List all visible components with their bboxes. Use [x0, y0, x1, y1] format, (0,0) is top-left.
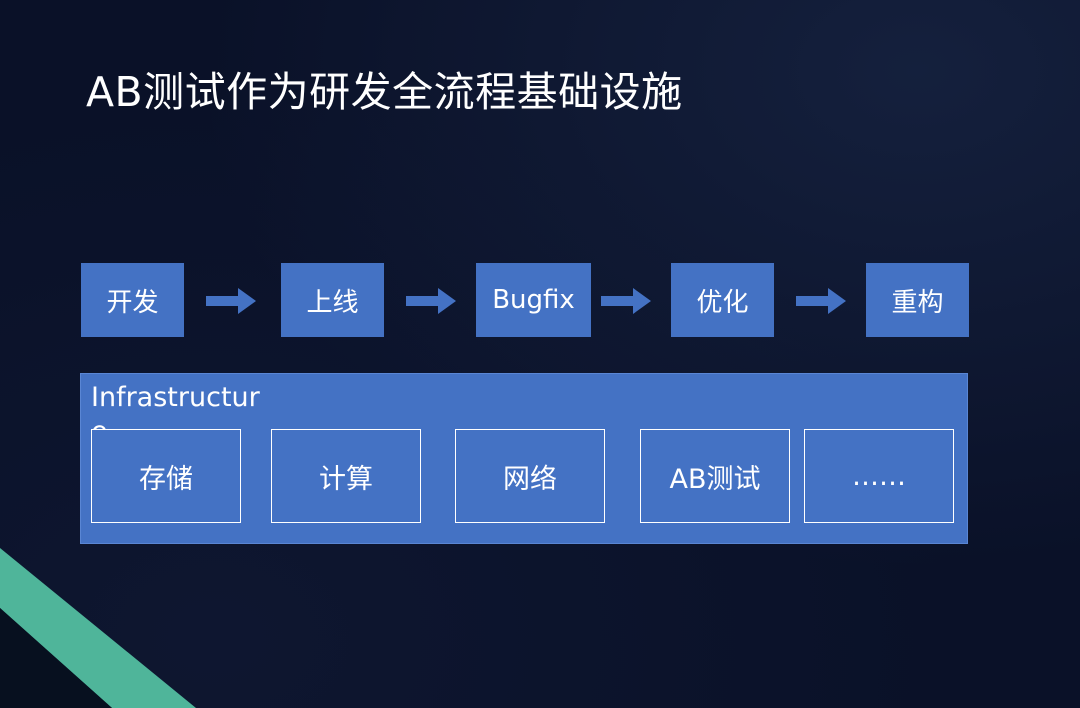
right-arrow-icon: [796, 288, 846, 314]
green-stripe: [0, 548, 196, 708]
right-arrow-icon: [601, 288, 651, 314]
dark-shadow-stripe: [0, 608, 112, 708]
infrastructure-label: Infrastructure: [91, 382, 260, 433]
step-refactor: 重构: [866, 263, 969, 337]
right-arrow-icon: [206, 288, 256, 314]
step-bugfix: Bugfix: [476, 263, 591, 337]
step-optimize: 优化: [671, 263, 774, 337]
right-arrow-icon: [406, 288, 456, 314]
slide-title: AB测试作为研发全流程基础设施: [86, 68, 683, 116]
infra-item-more: ……: [804, 429, 954, 523]
infra-item-storage: 存储: [91, 429, 241, 523]
infra-item-network: 网络: [455, 429, 605, 523]
step-release: 上线: [281, 263, 384, 337]
infra-item-ab-testing: AB测试: [640, 429, 790, 523]
step-develop: 开发: [81, 263, 184, 337]
infra-item-compute: 计算: [271, 429, 421, 523]
